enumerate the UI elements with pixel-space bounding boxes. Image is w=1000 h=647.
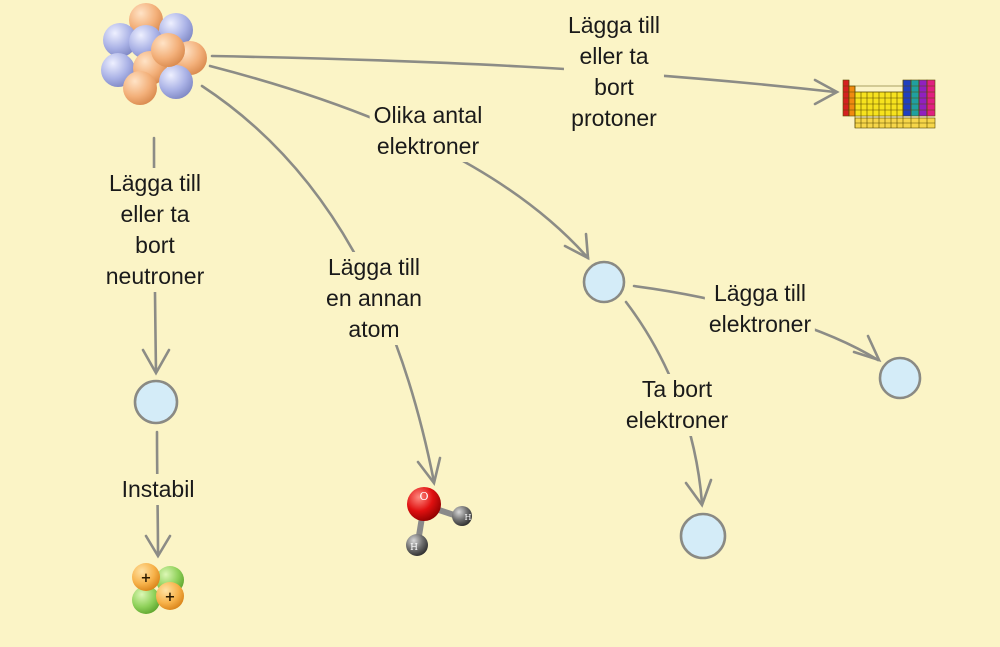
- proton-plus-2: +: [165, 590, 176, 605]
- arrowhead-cation: [684, 478, 713, 508]
- label-add-remove-neutrons: Lägga till eller ta bort neutroner: [101, 168, 209, 292]
- hydrogen-symbol-right: H: [465, 513, 472, 522]
- edge-nucleus-to-molecule: [200, 84, 436, 484]
- isotope-node: [133, 379, 179, 425]
- arrowhead-ion: [563, 232, 590, 261]
- edge-nucleus-to-periodic-table: [210, 54, 837, 94]
- periodic-table-icon: [842, 79, 936, 129]
- nucleus-icon: [101, 3, 207, 105]
- label-unstable: Instabil: [117, 474, 199, 505]
- arrowhead-anion: [852, 334, 882, 363]
- label-add-electrons: Lägga till elektroner: [704, 278, 816, 340]
- arrowhead-alpha: [144, 534, 172, 559]
- alpha-particle-icon: + +: [132, 563, 184, 614]
- proton-plus-1: +: [141, 571, 152, 586]
- label-different-electrons: Olika antal elektroner: [369, 100, 487, 162]
- arrowhead-periodic-table: [813, 78, 840, 106]
- label-remove-electrons: Ta bort elektroner: [621, 374, 733, 436]
- label-add-remove-protons: Lägga till eller ta bort protoner: [563, 10, 665, 134]
- hydrogen-symbol-bottom: H: [410, 543, 418, 553]
- oxygen-symbol: O: [419, 490, 428, 503]
- arrowhead-molecule: [416, 456, 442, 486]
- molecule-icon: O H H: [406, 487, 472, 556]
- arrowhead-isotope: [141, 348, 171, 376]
- anion-node: [878, 356, 922, 400]
- label-add-other-atom: Lägga till en annan atom: [322, 252, 426, 345]
- ion-node: [582, 260, 626, 304]
- cation-node: [679, 512, 727, 560]
- edge-nucleus-to-ion: [208, 64, 590, 260]
